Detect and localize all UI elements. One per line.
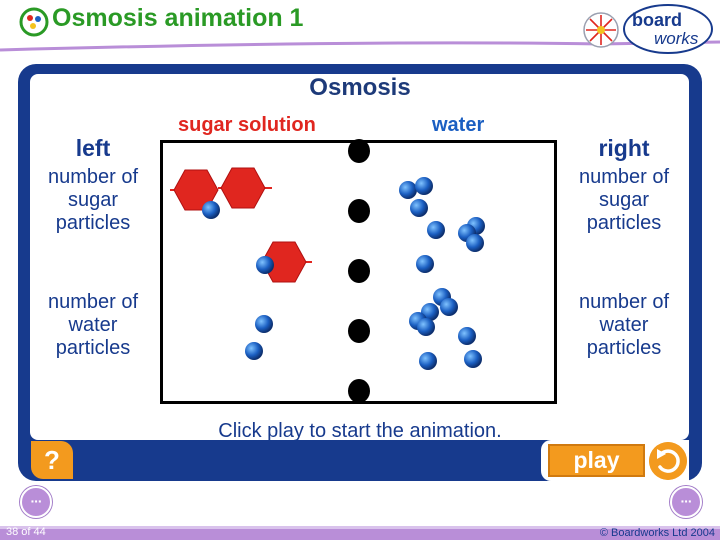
header-divider (0, 40, 720, 52)
water-particle (464, 350, 482, 368)
right-water-particles (399, 177, 485, 370)
panel-title: Osmosis (309, 74, 411, 101)
instruction-text: Click play to start the animation. (218, 420, 502, 442)
water-particle (410, 199, 428, 217)
replay-button[interactable] (649, 442, 687, 480)
water-particle (458, 327, 476, 345)
sugar-solution-label: sugar solution (178, 114, 316, 136)
next-slide-button[interactable]: ··· (670, 486, 702, 518)
water-label: water (432, 114, 485, 136)
left-water-particles (202, 201, 274, 360)
app-logo-icon (19, 7, 49, 37)
water-particle (419, 352, 437, 370)
help-button[interactable] (31, 441, 73, 479)
play-button-label[interactable]: play (573, 447, 620, 473)
replay-icon (657, 449, 680, 473)
water-particle (202, 201, 220, 219)
membrane (348, 139, 370, 403)
copyright-text: © Boardworks Ltd 2004 (599, 527, 715, 539)
logo-text-top: board (632, 10, 682, 30)
logo-text-bottom: works (654, 29, 699, 48)
boardworks-logo: board works (583, 4, 713, 54)
water-particle (256, 256, 274, 274)
play-button[interactable] (548, 444, 645, 477)
page-title: Osmosis animation 1 (52, 4, 304, 32)
left-water-count-label: number of water particles (47, 291, 139, 359)
right-water-count-label: number of water particles (578, 291, 670, 359)
water-particle (440, 298, 458, 316)
left-sugar-count-label: number of sugar particles (47, 166, 139, 234)
next-arrow-icon[interactable]: ··· (680, 493, 693, 509)
water-particle (417, 318, 435, 336)
page-number: 38 of 44 (6, 526, 46, 538)
water-particle (427, 221, 445, 239)
water-particle (255, 315, 273, 333)
right-sugar-count-label: number of sugar particles (578, 166, 670, 234)
particle-scene (170, 139, 485, 403)
water-particle (245, 342, 263, 360)
water-particle (416, 255, 434, 273)
water-particle (466, 234, 484, 252)
right-side-title: right (598, 135, 650, 161)
water-particle (415, 177, 433, 195)
sugar-molecule (218, 167, 272, 209)
footer-bar (0, 526, 720, 540)
left-side-title: left (75, 135, 111, 161)
help-icon[interactable]: ? (44, 445, 60, 475)
prev-arrow-icon[interactable]: ··· (30, 493, 43, 509)
water-particle (399, 181, 417, 199)
prev-slide-button[interactable]: ··· (20, 486, 52, 518)
